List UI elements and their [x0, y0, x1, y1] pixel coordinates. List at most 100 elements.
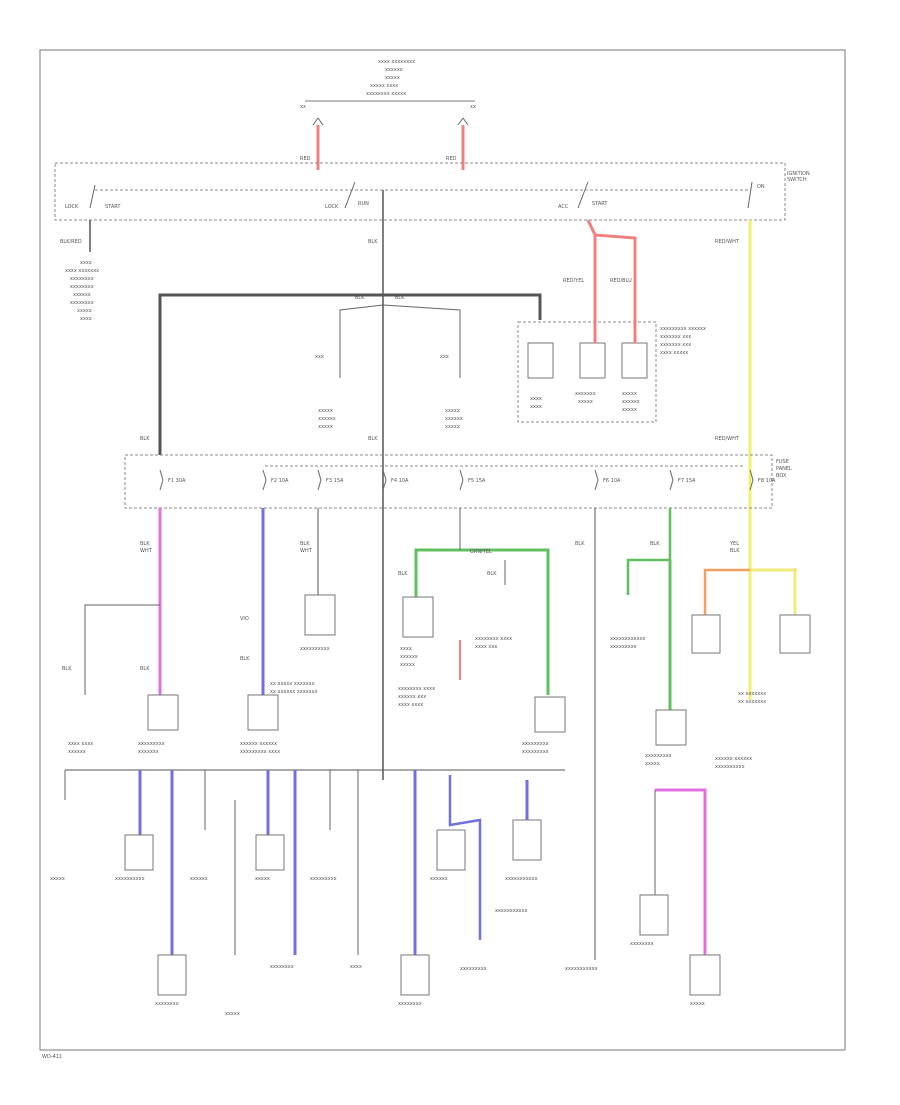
fuse-label: F2 10A: [271, 478, 289, 484]
svg-text:BLK: BLK: [395, 295, 405, 301]
svg-text:BLK: BLK: [368, 436, 378, 442]
svg-text:xxxxxxxxxx: xxxxxxxxxx: [300, 646, 330, 652]
svg-text:SWITCH: SWITCH: [787, 177, 807, 183]
svg-text:RED/WHT: RED/WHT: [715, 239, 740, 245]
svg-text:xxxxx: xxxxx: [318, 424, 333, 430]
svg-text:GRN/YEL: GRN/YEL: [470, 549, 492, 555]
svg-text:xxxxx xxxx: xxxxx xxxx: [370, 83, 398, 89]
svg-text:xxxxx: xxxxx: [445, 408, 460, 414]
svg-text:xxxxx: xxxxx: [77, 308, 92, 314]
svg-text:xxxxxxxx: xxxxxxxx: [630, 941, 654, 947]
fuse-label: F7 15A: [678, 478, 696, 484]
svg-text:xxxx xxxxxxxx: xxxx xxxxxxxx: [378, 59, 415, 65]
svg-text:xxxxxxxxxxxx: xxxxxxxxxxxx: [610, 636, 646, 642]
svg-text:RED: RED: [300, 156, 311, 162]
svg-text:xxxxx: xxxxx: [445, 424, 460, 430]
svg-text:xxxxxxxx xxxx: xxxxxxxx xxxx: [475, 636, 512, 642]
svg-text:xxxxxx: xxxxxx: [68, 749, 86, 755]
fuse-label: F5 15A: [468, 478, 486, 484]
svg-text:xx xxxxxxx: xx xxxxxxx: [738, 699, 766, 705]
svg-text:xxxx xxxx: xxxx xxxx: [398, 702, 423, 708]
svg-text:FUSE: FUSE: [776, 459, 789, 465]
svg-text:xxxxxx: xxxxxx: [318, 416, 336, 422]
svg-text:xxxxxxxxx: xxxxxxxxx: [138, 741, 165, 747]
svg-text:xxxxx: xxxxx: [385, 75, 400, 81]
svg-text:xxxxxxxxxx: xxxxxxxxxx: [715, 764, 745, 770]
svg-text:START: START: [105, 204, 121, 210]
svg-text:xxxxxxx xxx: xxxxxxx xxx: [660, 342, 691, 348]
svg-text:xxx: xxx: [440, 354, 449, 360]
svg-text:WHT: WHT: [300, 548, 313, 554]
svg-text:xxxxxxxx: xxxxxxxx: [155, 1001, 179, 1007]
relay-module: xxxxxxxxx xxxxxx xxxxxxx xxx xxxxxxx xxx…: [517, 219, 706, 423]
svg-text:IGNITION: IGNITION: [787, 171, 810, 177]
fuse-symbol: [262, 469, 267, 491]
svg-text:xxxx xxxxx: xxxx xxxxx: [660, 350, 688, 356]
svg-text:BLK: BLK: [368, 239, 378, 245]
footer-code: WD-411: [42, 1054, 62, 1060]
svg-text:xxxx: xxxx: [80, 316, 92, 322]
svg-text:xx xxxxx xxxxxxx: xx xxxxx xxxxxxx: [270, 681, 315, 687]
svg-text:xxxxxx xxxxxx: xxxxxx xxxxxx: [715, 756, 752, 762]
svg-text:BLK/RED: BLK/RED: [60, 239, 82, 245]
svg-text:xxxxx: xxxxx: [400, 662, 415, 668]
svg-text:xxxx: xxxx: [530, 396, 542, 402]
top-component-block: xxxx xxxxxxxx xxxxxx xxxxx xxxxx xxxx xx…: [300, 59, 476, 110]
svg-text:xxxxxxxxx: xxxxxxxxx: [522, 741, 549, 747]
svg-text:xxxxxx xxx: xxxxxx xxx: [398, 694, 426, 700]
svg-text:xxxxx: xxxxx: [690, 1001, 705, 1007]
fuse-label: F6 10A: [603, 478, 621, 484]
svg-text:xxxxxx xxxxxx: xxxxxx xxxxxx: [240, 741, 277, 747]
svg-text:BLK: BLK: [140, 666, 150, 672]
svg-text:xxxxxxxx: xxxxxxxx: [70, 284, 94, 290]
svg-text:BLK: BLK: [240, 656, 250, 662]
svg-text:xxxx xxxxxxx: xxxx xxxxxxx: [65, 268, 99, 274]
svg-text:xxxxxx: xxxxxx: [400, 654, 418, 660]
diagram-frame: [39, 49, 846, 1051]
svg-text:xx: xx: [300, 104, 306, 110]
svg-text:xxxxxxxxxx: xxxxxxxxxx: [115, 876, 145, 882]
svg-text:xxxxxxxxx: xxxxxxxxx: [460, 966, 487, 972]
fuse-symbol: [594, 469, 599, 491]
svg-text:BLK: BLK: [140, 541, 150, 547]
svg-text:RED/BLU: RED/BLU: [610, 278, 632, 284]
svg-text:xxxx: xxxx: [350, 964, 362, 970]
svg-text:xxxxxxxx xxxx: xxxxxxxx xxxx: [398, 686, 435, 692]
svg-text:xxxxxxxxx xxxxxx: xxxxxxxxx xxxxxx: [660, 326, 706, 332]
svg-text:xxxxx: xxxxx: [50, 876, 65, 882]
svg-text:xxxxxxxxx: xxxxxxxxx: [645, 753, 672, 759]
svg-text:LOCK: LOCK: [325, 204, 339, 210]
svg-text:xxxx: xxxx: [80, 260, 92, 266]
svg-text:xxxxxxxx: xxxxxxxx: [270, 964, 294, 970]
svg-text:xxxxxxxxx: xxxxxxxxx: [522, 749, 549, 755]
svg-text:RUN: RUN: [358, 201, 369, 207]
fuse-symbol: [459, 469, 464, 491]
svg-text:xxxxxxxxx: xxxxxxxxx: [610, 644, 637, 650]
svg-text:WHT: WHT: [140, 548, 153, 554]
svg-text:xxxxxxx xxx: xxxxxxx xxx: [660, 334, 691, 340]
svg-text:xxxxxxx: xxxxxxx: [138, 749, 159, 755]
svg-text:ACC: ACC: [558, 204, 569, 210]
svg-text:xxxxxx: xxxxxx: [445, 416, 463, 422]
svg-text:BLK: BLK: [650, 541, 660, 547]
svg-text:BLK: BLK: [300, 541, 310, 547]
svg-text:START: START: [592, 201, 608, 207]
fuse-symbol: [317, 469, 322, 491]
svg-text:BLK: BLK: [730, 548, 740, 554]
svg-text:ON: ON: [757, 184, 765, 190]
svg-text:xxxxxxxxxxx: xxxxxxxxxxx: [505, 876, 538, 882]
svg-text:VIO: VIO: [240, 616, 249, 622]
fuse-label: F4 10A: [391, 478, 409, 484]
fuse-label: F8 10A: [758, 478, 776, 484]
svg-text:xxxxx: xxxxx: [318, 408, 333, 414]
svg-text:xxxxxx: xxxxxx: [385, 67, 403, 73]
svg-text:xxxx xxxx: xxxx xxxx: [68, 741, 93, 747]
svg-text:xxxxxx: xxxxxx: [430, 876, 448, 882]
svg-text:BOX: BOX: [776, 473, 787, 479]
svg-text:BLK: BLK: [575, 541, 585, 547]
